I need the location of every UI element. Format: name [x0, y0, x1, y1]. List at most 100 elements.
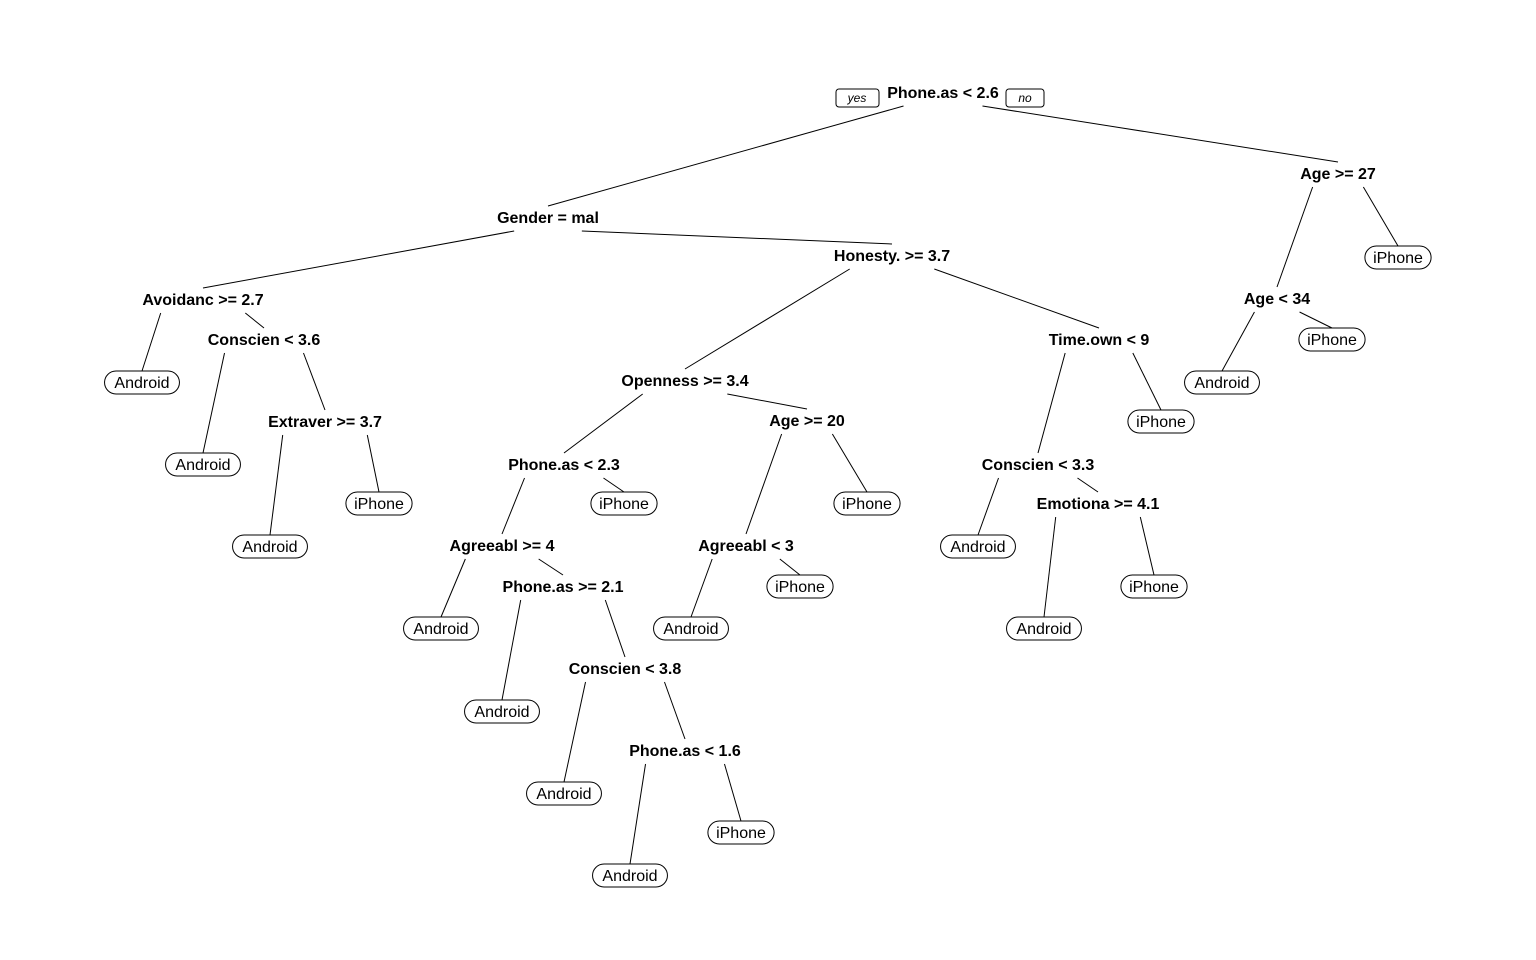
- tree-edge: [727, 393, 808, 410]
- branch-tags: yes no: [835, 88, 1045, 108]
- leaf-node: iPhone: [833, 491, 901, 516]
- split-node: Conscien < 3.3: [982, 457, 1095, 474]
- split-node: Openness >= 3.4: [621, 373, 748, 390]
- leaf-android: Android: [474, 704, 529, 721]
- leaf-node: Android: [403, 616, 479, 641]
- tree-edge: [982, 105, 1339, 163]
- leaf-node: Android: [232, 534, 308, 559]
- split-node: Honesty. >= 3.7: [834, 248, 950, 265]
- split-node: Time.own < 9: [1049, 332, 1150, 349]
- tree-edge: [1221, 311, 1255, 372]
- tree-edge: [629, 763, 647, 865]
- tree-edge: [745, 433, 783, 535]
- leaf-android: Android: [1016, 621, 1071, 638]
- split-node: Age < 34: [1244, 291, 1310, 308]
- leaf-android: Android: [663, 621, 718, 638]
- tree-edge: [690, 558, 713, 618]
- tree-edge: [664, 681, 686, 740]
- tree-edge: [547, 105, 904, 207]
- leaf-box: [766, 574, 834, 599]
- split-agreeabl-3: Agreeabl < 3: [698, 538, 794, 555]
- leaf-node: Android: [526, 781, 602, 806]
- leaf-box: [165, 452, 241, 477]
- leaf-android: Android: [950, 539, 1005, 556]
- split-node: Conscien < 3.8: [569, 661, 682, 678]
- leaf-node: Android: [1184, 370, 1260, 395]
- leaf-node: iPhone: [766, 574, 834, 599]
- split-node: Phone.as < 2.3: [508, 457, 620, 474]
- tree-edge: [684, 268, 850, 370]
- leaf-box: [104, 370, 180, 395]
- tree-edge: [604, 599, 626, 658]
- leaf-node: Android: [464, 699, 540, 724]
- tree-edges: [141, 105, 1399, 865]
- tree-edge: [1276, 186, 1314, 288]
- split-emotiona-4-1: Emotiona >= 4.1: [1037, 496, 1160, 513]
- split-node: Age >= 20: [769, 413, 845, 430]
- split-node: Conscien < 3.6: [208, 332, 321, 349]
- leaf-box: [707, 820, 775, 845]
- tree-edge: [1043, 516, 1057, 618]
- split-openness-3-4: Openness >= 3.4: [621, 373, 748, 390]
- leaf-node: Android: [592, 863, 668, 888]
- leaf-iphone: iPhone: [716, 825, 766, 842]
- leaf-node: iPhone: [1364, 245, 1432, 270]
- yes-branch-box: [835, 88, 880, 108]
- split-conscien-3-6: Conscien < 3.6: [208, 332, 321, 349]
- split-extraver-3-7: Extraver >= 3.7: [268, 414, 382, 431]
- leaf-node: Android: [653, 616, 729, 641]
- split-node: Emotiona >= 4.1: [1037, 496, 1160, 513]
- tree-edge: [501, 599, 522, 701]
- leaf-box: [232, 534, 308, 559]
- leaf-android: Android: [175, 457, 230, 474]
- tree-edge: [581, 230, 893, 245]
- yes-branch-label: yes: [847, 91, 867, 105]
- leaf-box: [590, 491, 658, 516]
- tree-edge: [779, 558, 801, 576]
- no-branch-label: no: [1018, 91, 1032, 105]
- leaf-android: Android: [602, 868, 657, 885]
- split-phone-as-2-6: Phone.as < 2.6: [887, 85, 999, 102]
- tree-edge: [1299, 311, 1333, 329]
- leaf-box: [526, 781, 602, 806]
- leaf-box: [403, 616, 479, 641]
- tree-edge: [723, 763, 742, 822]
- split-age-27: Age >= 27: [1300, 166, 1376, 183]
- no-branch-box: [1005, 88, 1045, 108]
- split-time-own-9: Time.own < 9: [1049, 332, 1150, 349]
- tree-edge: [563, 681, 587, 783]
- split-node: Agreeabl < 3: [698, 538, 794, 555]
- leaf-iphone: iPhone: [599, 496, 649, 513]
- leaf-iphone: iPhone: [1373, 250, 1423, 267]
- leaf-box: [592, 863, 668, 888]
- leaf-iphone: iPhone: [354, 496, 404, 513]
- leaf-android: Android: [413, 621, 468, 638]
- tree-edge: [1362, 186, 1399, 247]
- tree-edge: [303, 352, 326, 411]
- tree-edge: [269, 434, 284, 536]
- split-phone-as-2-3: Phone.as < 2.3: [508, 457, 620, 474]
- leaf-node: Android: [104, 370, 180, 395]
- split-honesty-3-7: Honesty. >= 3.7: [834, 248, 950, 265]
- leaf-iphone: iPhone: [1307, 332, 1357, 349]
- leaf-node: Android: [940, 534, 1016, 559]
- leaf-box: [1120, 574, 1188, 599]
- leaf-box: [833, 491, 901, 516]
- leaf-node: Android: [165, 452, 241, 477]
- tree-edge: [440, 558, 466, 618]
- split-conscien-3-3: Conscien < 3.3: [982, 457, 1095, 474]
- split-gender-mal: Gender = mal: [497, 210, 599, 227]
- leaf-node: iPhone: [1298, 327, 1366, 352]
- leaf-iphone: iPhone: [842, 496, 892, 513]
- tree-edge: [831, 433, 868, 493]
- leaf-box: [940, 534, 1016, 559]
- leaf-android: Android: [242, 539, 297, 556]
- tree-edge: [977, 477, 999, 536]
- tree-edge: [202, 352, 226, 454]
- split-node: Extraver >= 3.7: [268, 414, 382, 431]
- leaf-box: [653, 616, 729, 641]
- tree-edge: [244, 312, 265, 329]
- tree-edge: [141, 312, 162, 372]
- leaf-box: [1184, 370, 1260, 395]
- leaf-box: [1364, 245, 1432, 270]
